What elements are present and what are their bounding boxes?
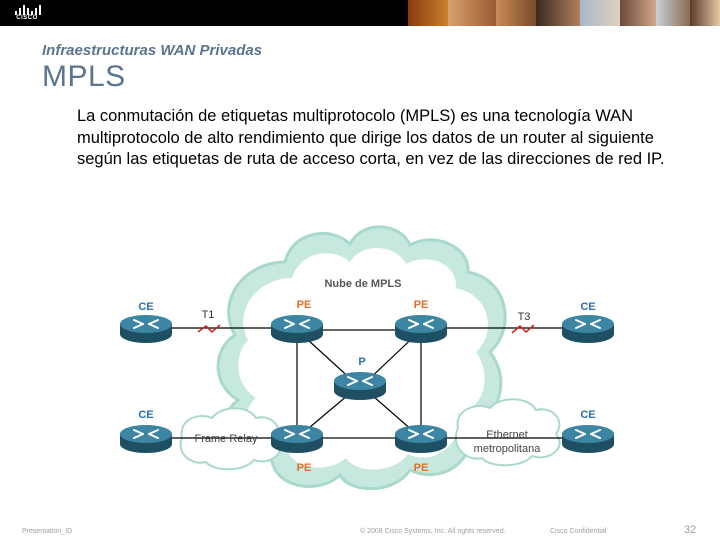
cisco-logo: CISCO [10,3,44,23]
router-p-center [333,371,387,401]
router-ce-top-right [561,314,615,344]
slide-title: MPLS [42,60,126,93]
label-frame-relay: Frame Relay [195,433,258,445]
label-ethernet-line2: metropolitana [474,443,542,455]
banner-photos [408,0,720,26]
frame-relay-cloud [179,407,281,471]
router-pe-bottom-right [394,424,448,454]
serial-link-markers [197,324,535,334]
router-pe-top-left [270,314,324,344]
page-number: 32 [684,524,697,536]
router-ce-bottom-left [119,424,173,454]
footer-copyright: © 2008 Cisco Systems, Inc. All rights re… [360,528,506,535]
router-ce-top-left [119,314,173,344]
footer-confidential: Cisco Confidential [550,528,607,535]
cloud-label: Nube de MPLS [324,278,401,290]
ethernet-cloud [455,398,561,467]
label-ce-top-left: CE [138,301,153,313]
label-p-center: P [358,356,365,368]
label-pe-bottom-right: PE [414,462,429,474]
router-pe-bottom-left [270,424,324,454]
router-ce-bottom-right [561,424,615,454]
slide-body-text: La conmutación de etiquetas multiprotoco… [77,107,665,168]
top-banner: CISCO [0,0,720,26]
mpls-cloud [216,225,507,491]
label-ethernet-line1: Ethernet [486,429,528,441]
router-pe-top-right [394,314,448,344]
label-pe-top-right: PE [414,299,429,311]
label-pe-top-left: PE [297,299,312,311]
network-links [146,327,588,439]
footer-presentation-id: Presentation_ID [22,528,73,535]
label-t3: T3 [518,311,531,323]
label-pe-bottom-left: PE [297,462,312,474]
label-ce-top-right: CE [580,301,595,313]
label-t1: T1 [202,309,215,321]
label-ce-bottom-right: CE [580,409,595,421]
slide-subtitle: Infraestructuras WAN Privadas [42,42,263,59]
label-ce-bottom-left: CE [138,409,153,421]
cisco-logo-text: CISCO [16,15,38,21]
